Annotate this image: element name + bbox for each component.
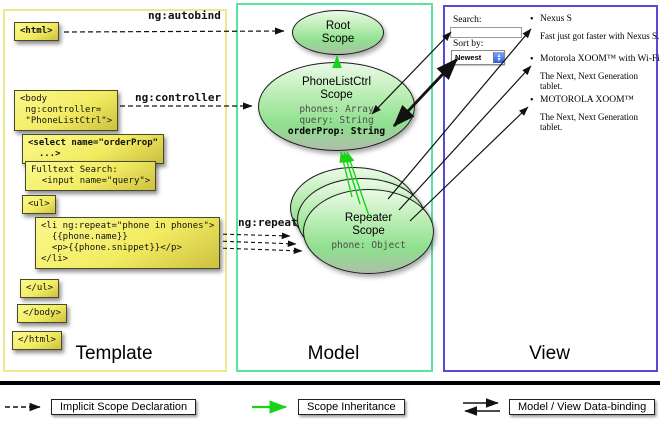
phone-item-desc: Fast just got faster with Nexus S.	[540, 31, 660, 41]
repeater-scope-ellipse-front: Repeater Scope phone: Object	[303, 189, 434, 274]
root-scope-ellipse: Root Scope	[292, 10, 384, 55]
phone-item-title: MOTOROLA XOOM™	[540, 95, 634, 105]
bullet-icon: •	[530, 14, 534, 25]
body-open-tag-box: <body ng:controller= "PhoneListCtrl">	[14, 90, 119, 131]
bullet-icon: •	[530, 54, 534, 65]
phonelistctrl-scope-props: phones: Array query: String	[299, 104, 374, 126]
phone-item-desc: The Next, Next Generation tablet.	[540, 112, 638, 132]
repeat-label: ng:repeat	[238, 216, 298, 229]
repeater-scope-prop: phone: Object	[331, 240, 406, 251]
select-stepper-icon: ▲ ▼	[493, 52, 504, 63]
li-repeat-tag-box: <li ng:repeat="phone in phones"> {{phone…	[35, 217, 221, 269]
view-column-label: View	[529, 343, 570, 364]
sort-select[interactable]: Newest ▲ ▼	[451, 50, 505, 65]
phone-item-title: Nexus S	[540, 14, 572, 24]
bullet-icon: •	[530, 95, 534, 106]
model-column-label: Model	[307, 343, 360, 364]
legend-implicit-scope: Implicit Scope Declaration	[51, 399, 197, 415]
ul-close-tag-box: </ul>	[20, 279, 60, 298]
legend-divider	[0, 381, 660, 385]
sort-by-label: Sort by:	[453, 39, 484, 49]
ul-open-tag-box: <ul>	[22, 195, 56, 214]
autobind-label: ng:autobind	[148, 9, 221, 22]
fulltext-search-box: Fulltext Search: <input name="query">	[25, 161, 157, 191]
html-close-tag-box: </html>	[12, 331, 62, 350]
phone-item-desc: The Next, Next Generation tablet.	[540, 71, 638, 91]
sort-select-value: Newest	[455, 53, 482, 62]
stepper-down-icon: ▼	[496, 56, 502, 63]
phonelistctrl-scope-ellipse: PhoneListCtrl Scope phones: Array query:…	[258, 62, 415, 151]
select-tag-box: <select name="orderProp" ...>	[22, 134, 165, 164]
legend-data-binding: Model / View Data-binding	[509, 399, 656, 415]
controller-label: ng:controller	[135, 91, 222, 104]
html-open-tag-box: <html>	[14, 22, 59, 41]
phonelistctrl-scope-title: PhoneListCtrl Scope	[301, 76, 372, 101]
repeater-scope-title: Repeater Scope	[344, 212, 393, 237]
search-label: Search:	[453, 15, 482, 25]
legend-scope-inheritance: Scope Inheritance	[298, 399, 405, 415]
search-input[interactable]	[450, 27, 522, 38]
template-column-label: Template	[75, 343, 153, 364]
phonelistctrl-scope-orderprop: orderProp: String	[287, 126, 386, 137]
root-scope-title: Root Scope	[321, 19, 355, 45]
body-close-tag-box: </body>	[17, 304, 67, 323]
phone-item-title: Motorola XOOM™ with Wi-Fi	[540, 54, 660, 64]
